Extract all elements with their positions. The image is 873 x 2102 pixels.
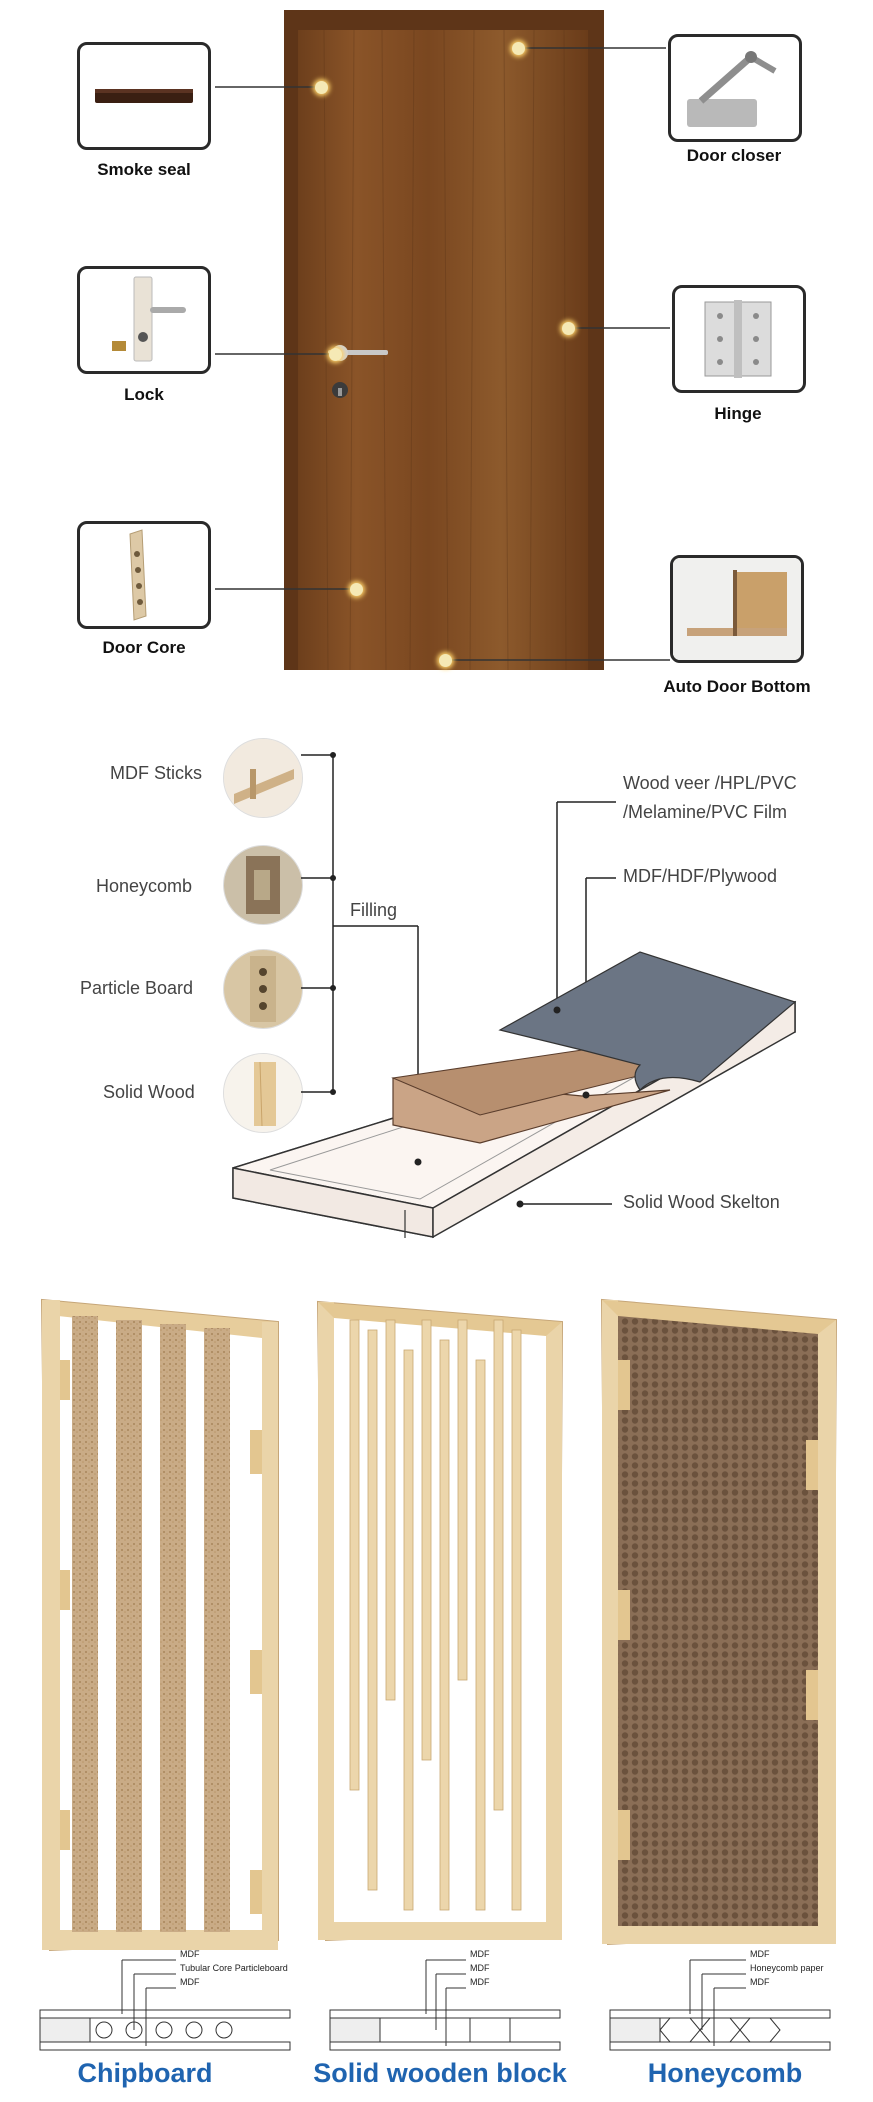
door-closer-label: Door closer [686,146,782,165]
auto-door-bottom-thumb [670,555,804,663]
honeycomb-layer-1: MDF [750,1949,770,1959]
honeycomb-layer-2: Honeycomb paper [750,1963,824,1973]
layer-mdf-sticks-label: MDF Sticks [110,763,202,783]
hotspot-auto-door-bottom[interactable] [439,654,452,667]
cores-section: MDF Tubular Core Particleboard MDF MDF M… [0,1290,873,2102]
solid-wooden-block-title: Solid wooden block [313,2058,567,2088]
door-illustration [284,10,604,670]
honeycomb-panel [600,1298,838,1946]
solid-layer-1: MDF [470,1949,490,1959]
smoke-seal-thumb [77,42,211,150]
veneer-label-line1: Wood veer /HPL/PVC [623,773,797,793]
hotspot-hinge[interactable] [562,322,575,335]
hotspot-door-closer[interactable] [512,42,525,55]
hotspot-smoke-seal[interactable] [315,81,328,94]
lock-thumb [77,266,211,374]
callout-lines [215,47,670,661]
solid-panel [316,1300,564,1942]
chipboard-layer-3: MDF [180,1977,200,1987]
solid-layer-2: MDF [470,1963,490,1973]
lock-label: Lock [124,385,164,404]
door-core-thumb [77,521,211,629]
smoke-seal-label: Smoke seal [97,160,191,179]
veneer-label-line2: /Melamine/PVC Film [623,802,788,822]
hotspot-door-core[interactable] [350,583,363,596]
chipboard-layer-1: MDF [180,1949,200,1959]
door-section: Smoke seal Door closer Lock Hinge [0,0,873,700]
auto-door-bottom-label: Auto Door Bottom [663,677,811,696]
hinge-thumb [672,285,806,393]
particle-board-thumb [223,949,303,1029]
door-closer-thumb [668,34,802,142]
layer-solid-wood-label: Solid Wood [103,1082,195,1102]
solid-layer-3: MDF [470,1977,490,1987]
chipboard-layer-2: Tubular Core Particleboard [180,1963,288,1973]
mdf-sticks-thumb [223,738,303,818]
layer-particle-board-label: Particle Board [80,978,194,998]
solid-wood-thumb [223,1053,303,1133]
filling-label: Filling [350,900,398,920]
chipboard-title: Chipboard [77,2058,213,2088]
layer-diagram [232,752,797,1239]
layers-section: MDF Sticks Honeycomb Particle Board Soli… [0,720,873,1280]
chipboard-panel [40,1298,279,1952]
core-panels [40,1298,838,1952]
layer-honeycomb-label: Honeycomb [96,876,193,896]
skeleton-label: Solid Wood Skelton [623,1192,780,1212]
door-core-label: Door Core [102,638,186,657]
board-label: MDF/HDF/Plywood [623,866,778,886]
hinge-label: Hinge [714,404,762,423]
cross-sections [39,1959,831,2051]
hotspot-lock[interactable] [329,348,342,361]
honeycomb-thumb [223,845,303,925]
honeycomb-layer-3: MDF [750,1977,770,1987]
honeycomb-title: Honeycomb [647,2058,803,2088]
